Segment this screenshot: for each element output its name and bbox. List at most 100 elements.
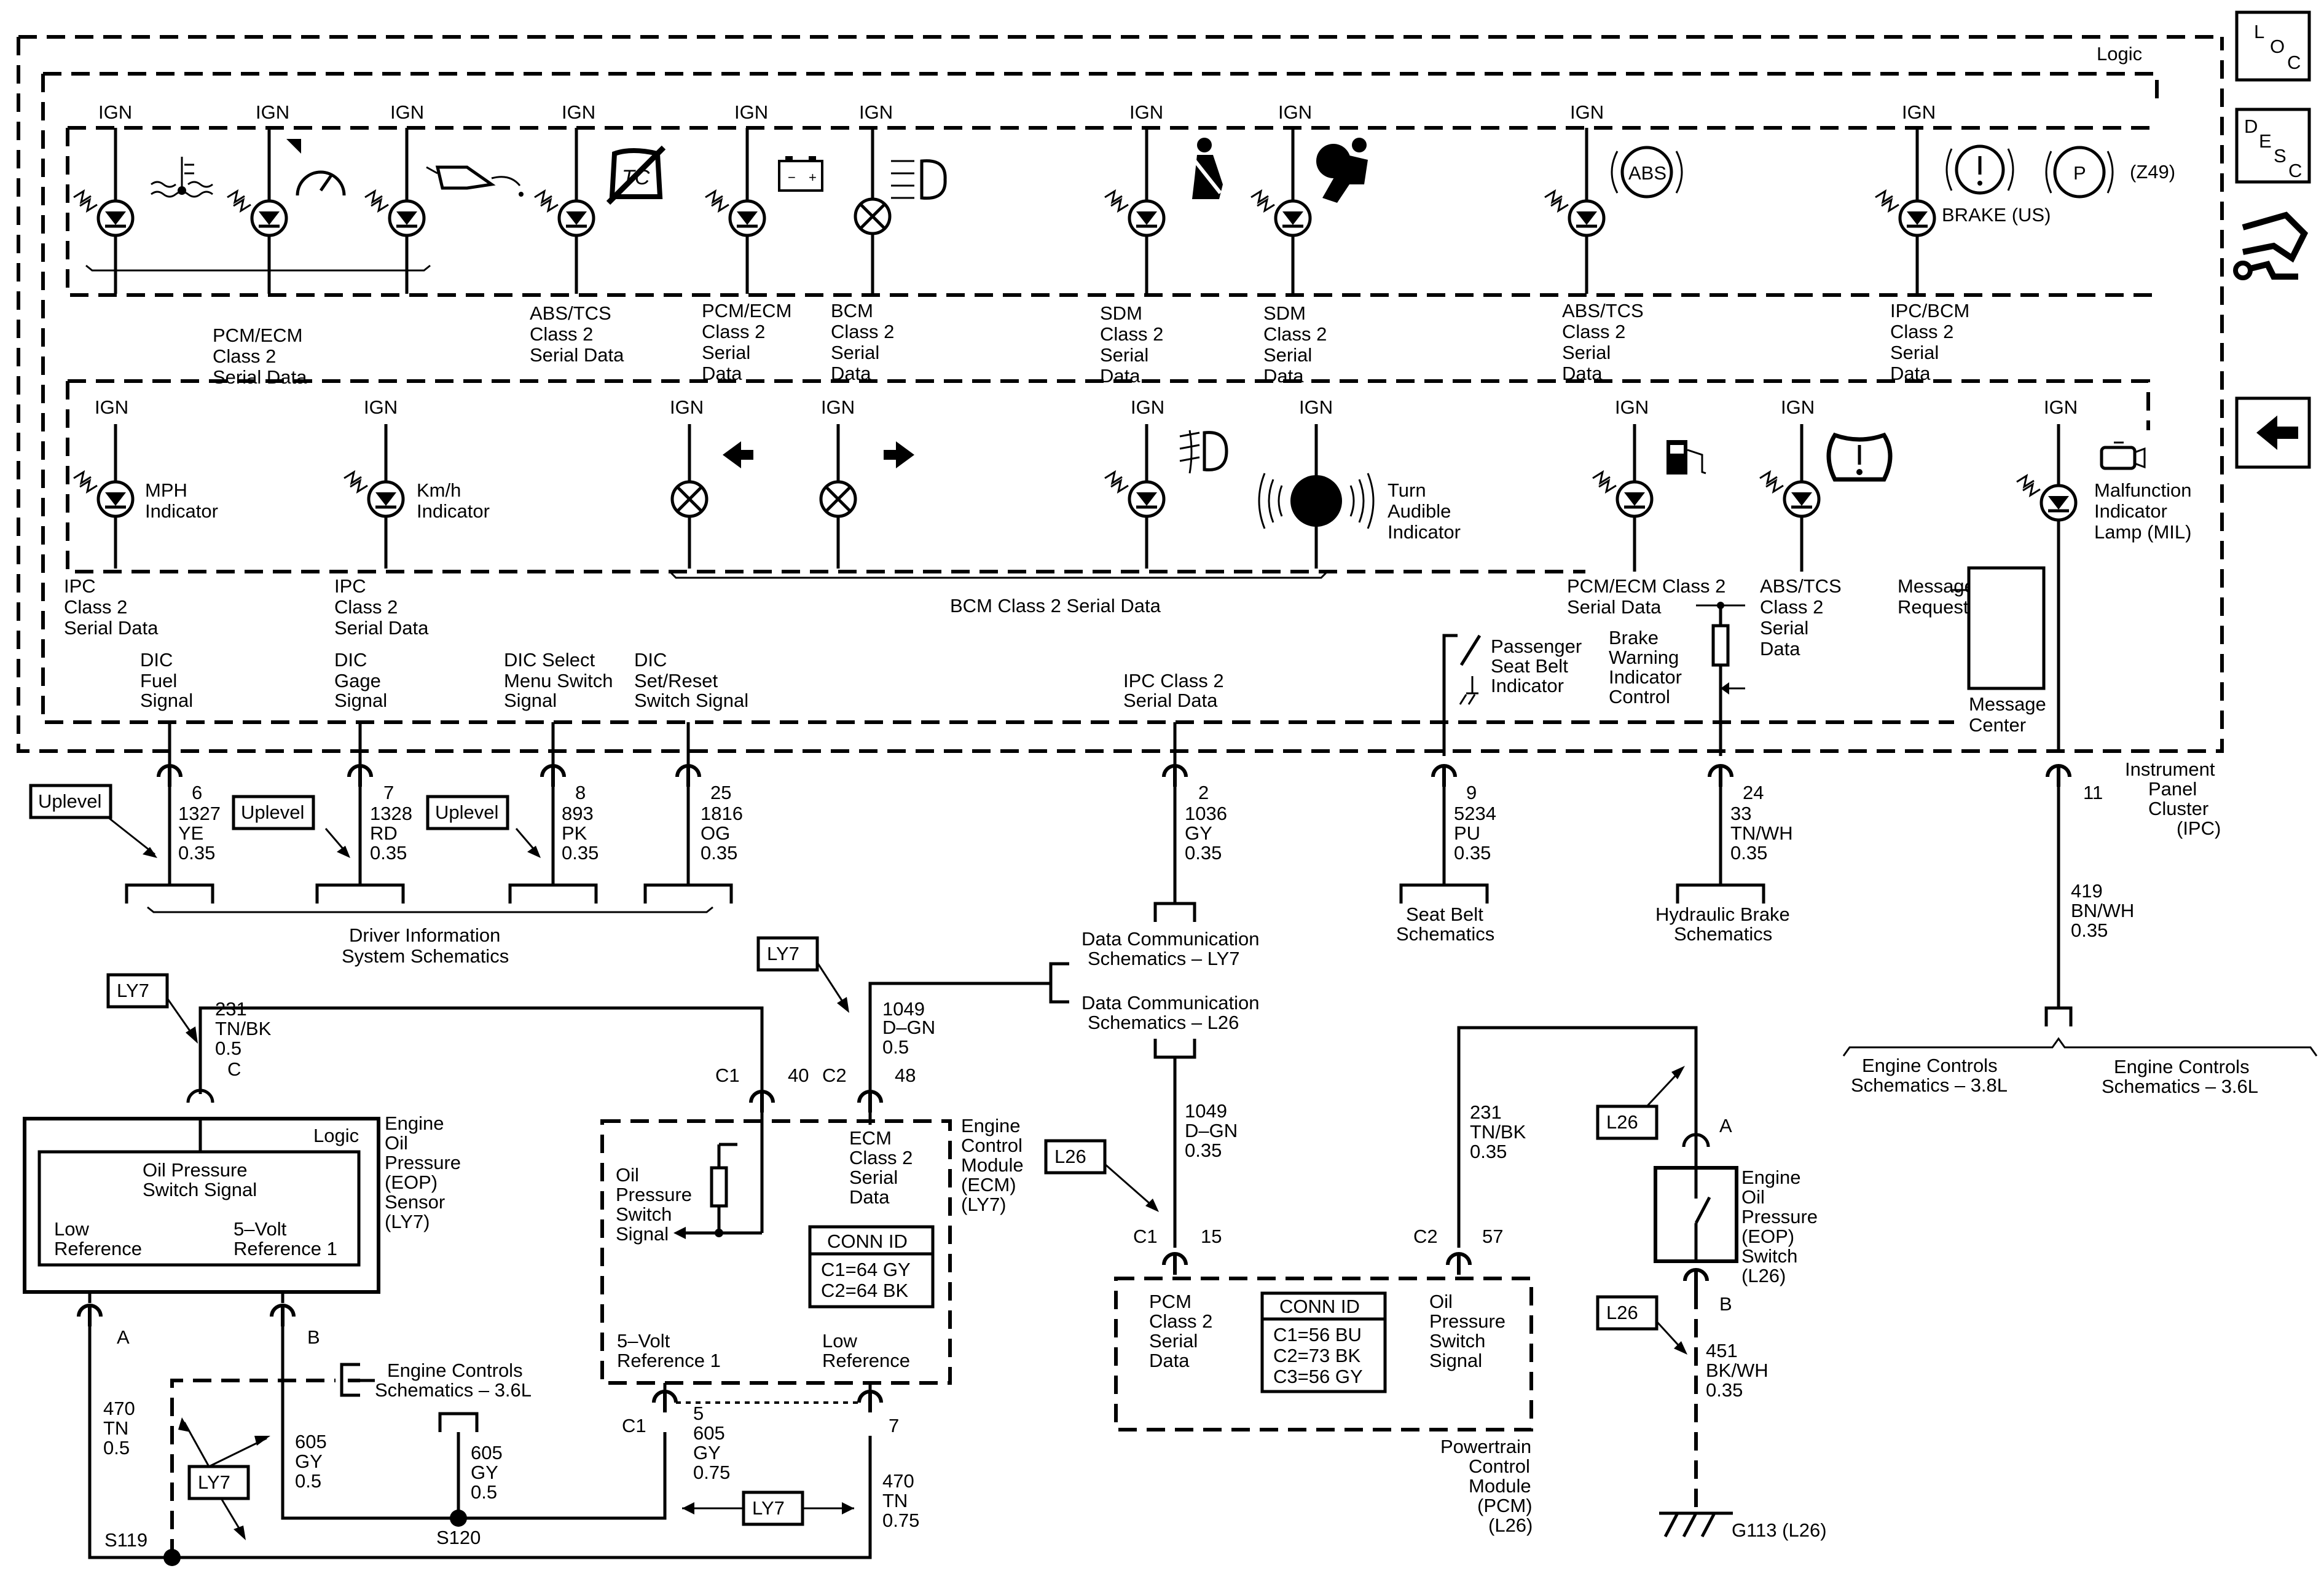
data-label: Data (1562, 363, 1603, 384)
pin-a-label: A (1719, 1115, 1732, 1136)
malfunction-label: Malfunction (2094, 479, 2192, 501)
airbag-lamp: IGN (1251, 101, 1312, 294)
wire-size: 0.35 (562, 842, 599, 864)
pin-40-label: 40 (788, 1065, 809, 1086)
pin-25: 25 1816 OG 0.35 (677, 766, 743, 864)
oil-label: Oil (1429, 1291, 1453, 1312)
message-center: Message Request Message Center (1898, 566, 2046, 736)
wire-color: GY (1185, 822, 1212, 844)
signal-label: Signal (1429, 1350, 1482, 1371)
control-label: Control (1609, 686, 1670, 707)
abs-lamp: IGN (1545, 101, 1604, 294)
l26-option-pcm: L26 (1044, 1139, 1159, 1212)
battery-icon: − + (778, 156, 823, 192)
data-label: Data (849, 1186, 890, 1208)
schematics-ly7-label: Schematics – LY7 (1088, 948, 1240, 969)
ipc-serial-data-circuit: IPC Class 2 Serial Data (1123, 670, 1224, 904)
sensor-name-label: Oil (385, 1132, 408, 1154)
serial-label: Serial (702, 342, 750, 363)
conn-c3: C3=56 GY (1273, 1366, 1363, 1387)
switch-name-label: Oil (1741, 1186, 1765, 1208)
sensor-name-label: Engine (385, 1112, 444, 1134)
speedometer-icon (286, 139, 346, 196)
connector-tools-icon[interactable] (2233, 211, 2309, 280)
ign-label: IGN (390, 101, 424, 123)
loc-l: L (2254, 21, 2264, 42)
audible-label: Audible (1388, 500, 1451, 522)
pressure-label: Pressure (1429, 1310, 1505, 1332)
kmh-label: Km/h (417, 479, 461, 501)
serial-label: Serial (1562, 342, 1611, 363)
wire-color: TN (882, 1490, 908, 1511)
mph-label: MPH (145, 479, 187, 501)
low-label: Low (822, 1330, 857, 1352)
dic-label: DIC (634, 649, 667, 671)
wire-size: 0.35 (1706, 1379, 1743, 1401)
l26-label: L26 (1054, 1146, 1086, 1167)
menu-switch-label: Menu Switch (504, 670, 613, 691)
pin-2: 2 1036 GY 0.35 (1164, 766, 1227, 864)
data-comm-label: Data Communication (1082, 992, 1259, 1014)
pin-number: 7 (383, 782, 394, 803)
signal-label: Signal (334, 690, 387, 711)
pin-number: 25 (710, 782, 731, 803)
pin-6: 6 1327 YE 0.35 (159, 766, 221, 864)
uplevel-option-3: Uplevel (426, 795, 541, 858)
reference-label: Reference (54, 1238, 142, 1259)
abs-tcs-label: ABS/TCS (1760, 575, 1842, 597)
message-label: Message (1898, 575, 1975, 597)
ly7-option-top: LY7 (756, 936, 849, 1013)
brake-warning-control: Brake Warning Indicator Control (1609, 602, 1745, 756)
message-label: Message (1969, 693, 2046, 715)
sdm-label: SDM (1100, 302, 1142, 324)
desc-button[interactable]: D E S C (2235, 108, 2311, 184)
desc-s: S (2274, 145, 2287, 167)
back-arrow-button[interactable] (2235, 396, 2311, 469)
ly7-option-bidirectional: LY7 (178, 1417, 270, 1540)
eop-sensor-ly7: 231 TN/BK 0.5 C Logic Oil Pressure Switc… (23, 998, 764, 1348)
wire-size: 0.35 (1454, 842, 1491, 864)
ipc-row1-indicators: IGN IGN IGN IGN IGN IGN (74, 101, 1936, 294)
kmh-indicator: IGN Km/h Indicator IPC Class 2 Serial Da… (334, 396, 490, 639)
pin-number: 11 (2083, 782, 2103, 803)
switch-label: Switch (616, 1203, 672, 1225)
ign-label: IGN (859, 101, 893, 123)
data-communication-reference: Data Communication Schematics – LY7 Data… (1049, 902, 1259, 1248)
oil-label: Oil (616, 1164, 639, 1186)
brake-lamp: IGN (1875, 101, 1936, 294)
ground-g113-label: G113 (L26) (1732, 1519, 1827, 1541)
seat-belt-reference: Seat Belt Schematics (1396, 885, 1494, 945)
signal-label: Signal (616, 1223, 669, 1245)
seat-belt-label: Seat Belt (1406, 904, 1483, 925)
switch-signal-label: Switch Signal (143, 1179, 257, 1200)
wire-color: BK/WH (1706, 1360, 1769, 1381)
serial-data-label: Serial Data (213, 366, 307, 388)
ipc-row2-indicators: IGN MPH Indicator IPC Class 2 Serial Dat… (64, 396, 2192, 751)
switch-name-label: Engine (1741, 1167, 1801, 1188)
z49-label: (Z49) (2130, 161, 2175, 183)
circuit-number: 605 (295, 1431, 327, 1452)
five-volt-label: 5–Volt (234, 1218, 287, 1240)
ign-label: IGN (562, 101, 595, 123)
ecm-name-label: (LY7) (961, 1194, 1007, 1215)
class2-label: Class 2 (64, 596, 127, 618)
sensor-name-label: (EOP) (385, 1171, 438, 1193)
ecm-name-label: (ECM) (961, 1174, 1016, 1195)
reference-label: Reference (822, 1350, 910, 1371)
class2-label: Class 2 (334, 596, 398, 618)
tire-pressure-indicator: IGN ABS/TCS Class 2 Serial Data (1760, 396, 1893, 660)
splice-s119: S119 (104, 1529, 147, 1551)
turn-audible-indicator: IGN Turn Audible Indicator (1258, 396, 1461, 569)
gage-label: Gage (334, 670, 381, 691)
pin-b-label: B (307, 1326, 320, 1348)
desc-e: E (2259, 130, 2272, 152)
conn-id-title: CONN ID (1279, 1296, 1360, 1317)
ecm-name-label: Engine (961, 1115, 1021, 1136)
pin-c-label: C (227, 1058, 241, 1080)
class2-label: Class 2 (213, 345, 276, 367)
ly7-label: LY7 (117, 980, 149, 1001)
loc-button[interactable]: L O C (2235, 10, 2311, 82)
conn-c1: C1=56 BU (1273, 1324, 1362, 1345)
signal-label: Signal (504, 690, 557, 711)
